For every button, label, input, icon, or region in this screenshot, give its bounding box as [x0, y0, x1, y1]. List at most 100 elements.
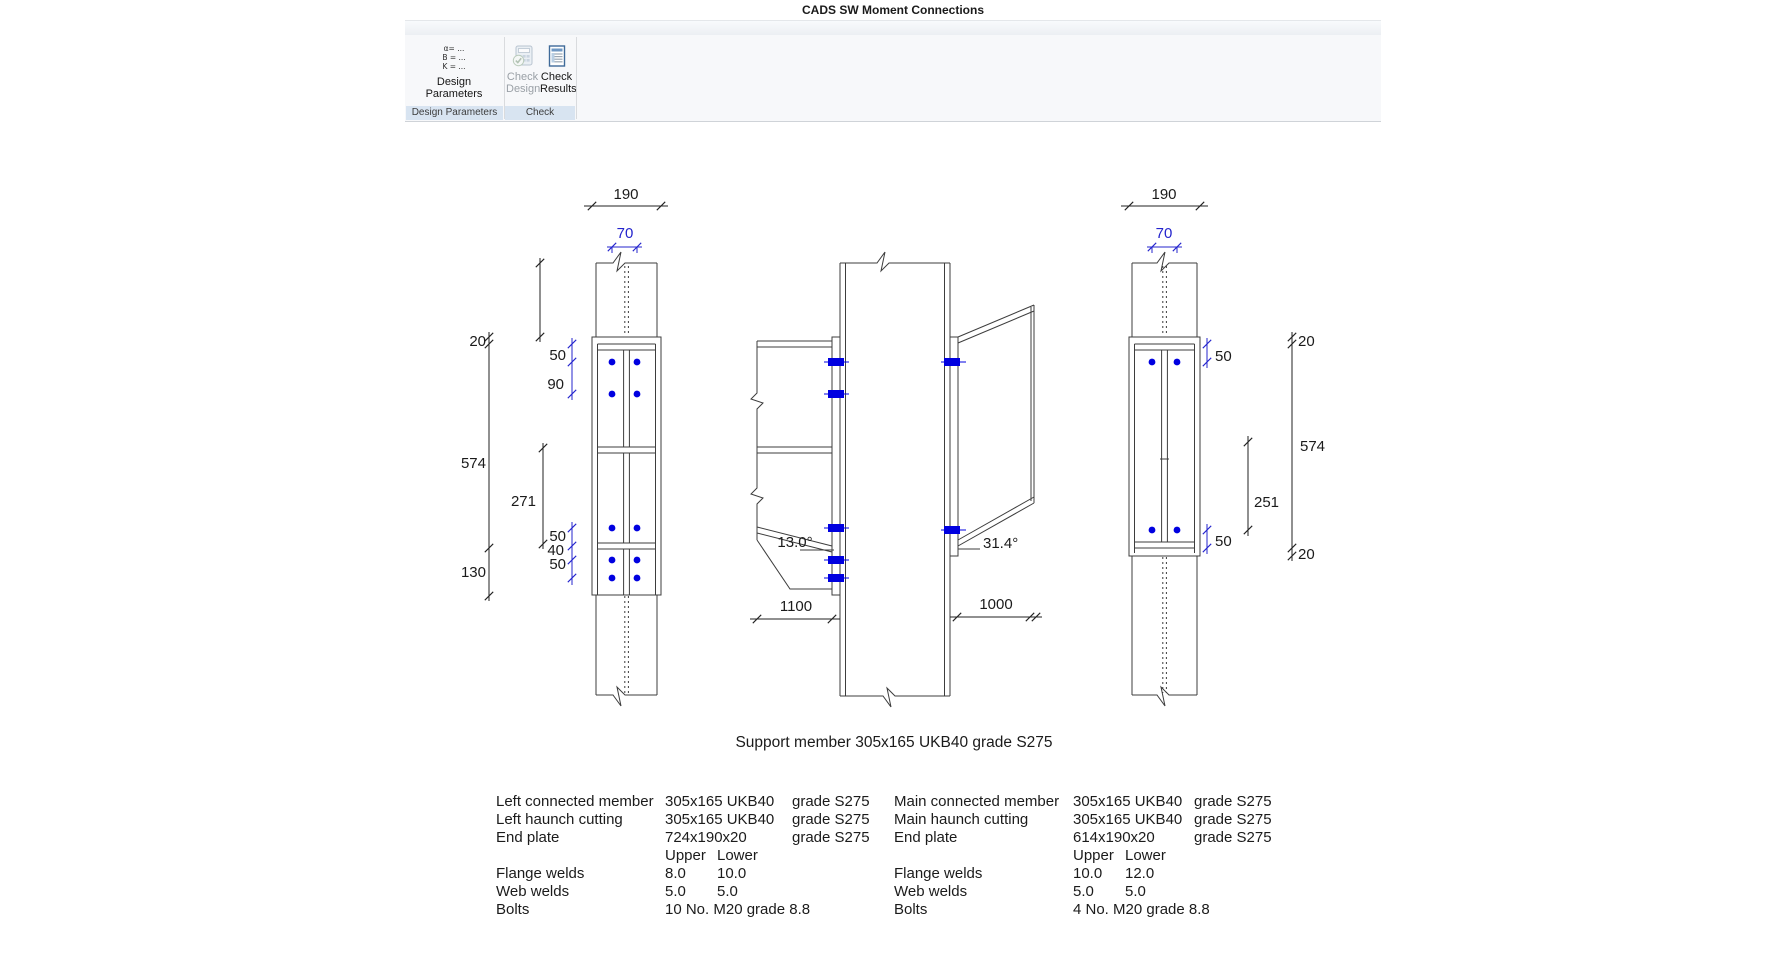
spec-label: Left connected member: [496, 793, 654, 810]
spec-table: Left connected member 305x165 UKB40 grad…: [496, 793, 1272, 918]
spec-label: End plate: [496, 829, 559, 846]
dim-left-bottom-proj: 130: [461, 564, 486, 581]
spec-value: 8.0: [665, 865, 686, 882]
right-view-bolts: [1148, 358, 1181, 534]
spec-label: Flange welds: [894, 865, 982, 882]
support-member-caption: Support member 305x165 UKB40 grade S275: [735, 734, 1052, 751]
ribbon-separator: [504, 37, 505, 119]
spec-grade: grade S275: [792, 793, 870, 810]
spec-grade: grade S275: [1194, 811, 1272, 828]
spec-value: 614x190x20: [1073, 829, 1155, 846]
dim-right-pitch-bot: 50: [1215, 533, 1232, 550]
left-end-plate-view: [591, 251, 662, 707]
spec-value: 10.0: [717, 865, 746, 882]
ribbon-separator: [576, 37, 577, 119]
dim-right-top-proj: 20: [1298, 333, 1315, 350]
dim-right-gauge: 70: [1156, 225, 1173, 242]
dim-right-haunch-angle: 31.4°: [983, 535, 1018, 552]
spec-value: 305x165 UKB40: [1073, 793, 1182, 810]
left-view-blue-dims: [567, 242, 642, 585]
window-title: CADS SW Moment Connections: [802, 3, 984, 17]
group-caption-check: Check: [505, 106, 575, 120]
check-results-label-1: Check: [540, 71, 573, 83]
ribbon-tab-strip: [405, 20, 1381, 36]
dim-right-spacing: 251: [1254, 494, 1279, 511]
dim-left-pitch-top-1: 50: [549, 347, 566, 364]
dim-left-haunch-depth: 271: [511, 493, 536, 510]
spec-label: End plate: [894, 829, 957, 846]
check-design-label-1: Check: [506, 71, 539, 83]
spec-grade: grade S275: [1194, 793, 1272, 810]
dim-right-span: 574: [1300, 438, 1325, 455]
spec-lower-header: Lower: [717, 847, 758, 864]
left-view-dims: [484, 201, 668, 601]
design-parameters-label-1: Design: [436, 76, 472, 88]
check-results-button[interactable]: Check Results: [540, 38, 577, 104]
elevation-bolts: [824, 358, 966, 582]
elevation-dims: [750, 612, 1042, 624]
report-icon: [545, 44, 569, 68]
spec-value: 5.0: [665, 883, 686, 900]
spec-value: 305x165 UKB40: [665, 793, 774, 810]
app-window: CADS SW Moment Connections α= ... B = ..…: [405, 0, 1381, 970]
spec-label: Bolts: [496, 901, 529, 918]
spec-value: 724x190x20: [665, 829, 747, 846]
title-bar: CADS SW Moment Connections: [405, 0, 1381, 20]
icon-line-beta: B = ...: [442, 53, 466, 62]
spec-label: Left haunch cutting: [496, 811, 623, 828]
spec-label: Bolts: [894, 901, 927, 918]
spec-value: 10.0: [1073, 865, 1102, 882]
spec-value: 4 No. M20 grade 8.8: [1073, 901, 1210, 918]
dim-left-haunch-angle: 13.0°: [777, 534, 812, 551]
design-parameters-icon: α= ... B = ... K = ...: [408, 38, 500, 71]
spec-value: 12.0: [1125, 865, 1154, 882]
dim-right-pitch-top: 50: [1215, 348, 1232, 365]
dim-left-pitch-bot-1: 50: [549, 528, 566, 545]
group-caption-design-parameters: Design Parameters: [406, 106, 503, 120]
spec-grade: grade S275: [1194, 829, 1272, 846]
spec-label: Web welds: [894, 883, 967, 900]
dim-right-bottom-proj: 20: [1298, 546, 1315, 563]
design-parameters-button[interactable]: α= ... B = ... K = ... Design Parameters: [408, 38, 500, 104]
spec-grade: grade S275: [792, 829, 870, 846]
spec-upper-header: Upper: [665, 847, 706, 864]
design-parameters-label-2: Parameters: [425, 88, 483, 100]
check-results-label-2: Results: [540, 83, 577, 95]
spec-label: Flange welds: [496, 865, 584, 882]
icon-line-k: K = ...: [442, 62, 466, 71]
dim-left-pitch-bot-3: 50: [549, 556, 566, 573]
dim-left-pitch-top-2: 90: [547, 376, 564, 393]
ribbon: α= ... B = ... K = ... Design Parameters…: [405, 35, 1381, 122]
calculator-check-icon: [511, 44, 535, 68]
spec-value: 305x165 UKB40: [665, 811, 774, 828]
dim-left-width: 190: [613, 186, 638, 203]
dim-left-span: 574: [461, 455, 486, 472]
spec-label: Main connected member: [894, 793, 1059, 810]
dim-left-gauge: 70: [617, 225, 634, 242]
spec-upper-header: Upper: [1073, 847, 1114, 864]
spec-lower-header: Lower: [1125, 847, 1166, 864]
check-design-button[interactable]: Check Design: [506, 38, 541, 104]
right-view-blue-dims: [1147, 242, 1212, 554]
spec-value: 5.0: [717, 883, 738, 900]
spec-label: Main haunch cutting: [894, 811, 1028, 828]
dim-right-beam-length: 1000: [979, 596, 1012, 613]
dim-right-width: 190: [1151, 186, 1176, 203]
ribbon-group-design-parameters: α= ... B = ... K = ... Design Parameters…: [406, 36, 503, 120]
right-end-plate-view: [1128, 251, 1201, 707]
spec-grade: grade S275: [792, 811, 870, 828]
spec-value: 5.0: [1125, 883, 1146, 900]
dim-left-top-proj: 20: [469, 333, 486, 350]
right-view-dims: [1121, 201, 1297, 561]
check-design-label-2: Design: [506, 83, 541, 95]
spec-label: Web welds: [496, 883, 569, 900]
dim-left-beam-length: 1100: [780, 598, 812, 615]
elevation-view: [750, 251, 1035, 708]
ribbon-group-check: Check Design: [505, 36, 577, 120]
spec-value: 5.0: [1073, 883, 1094, 900]
spec-value: 10 No. M20 grade 8.8: [665, 901, 810, 918]
spec-value: 305x165 UKB40: [1073, 811, 1182, 828]
left-view-bolts: [608, 358, 641, 582]
dim-left-pitch-bot-2: 40: [547, 542, 564, 559]
